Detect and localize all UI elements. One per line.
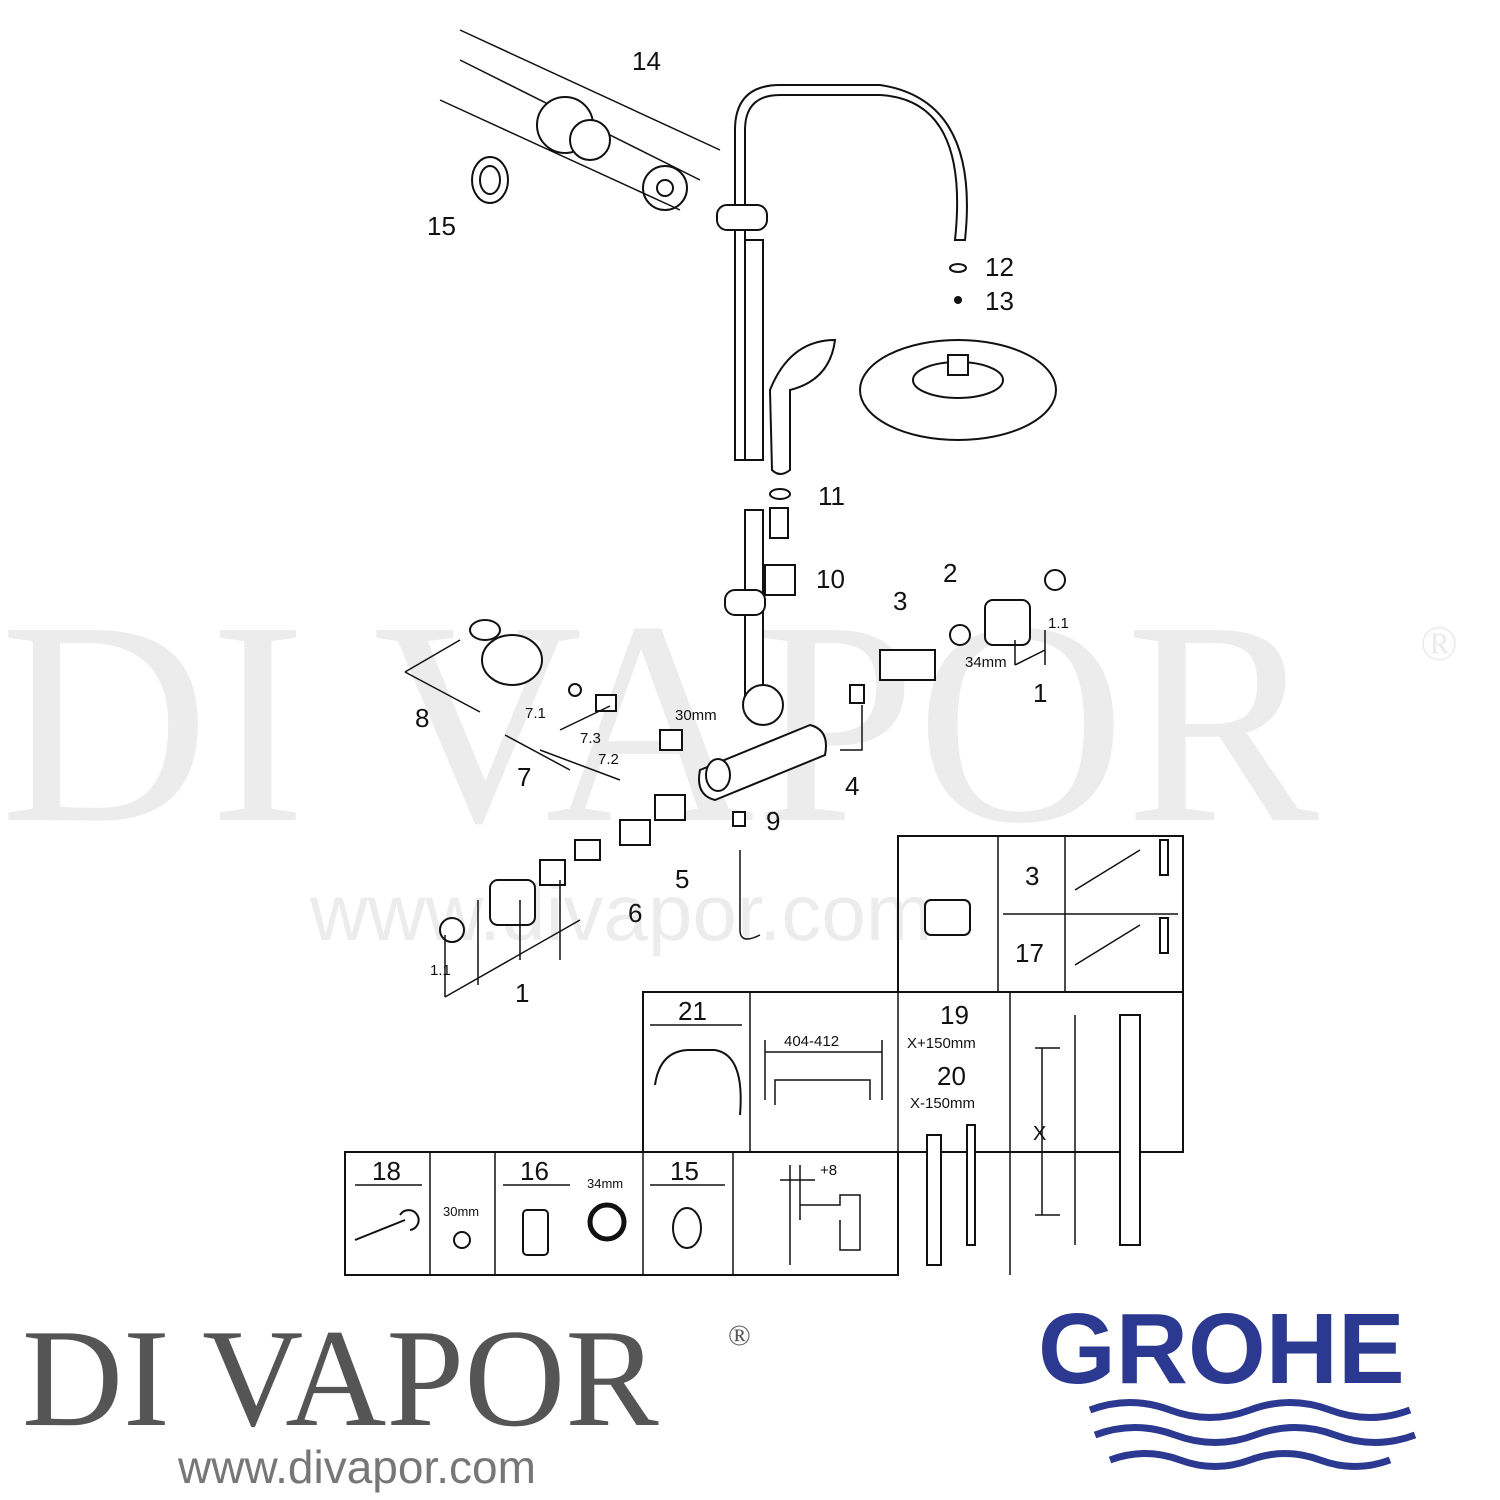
dimension-34mm: 34mm [965, 654, 1007, 671]
callout-1-left: 1 [515, 978, 529, 1008]
grohe-waves-icon [1088, 1399, 1417, 1470]
table-cartridge-17: 17 [1015, 938, 1044, 968]
table-tool-18: 18 [372, 1156, 401, 1186]
table-ring-15: 15 [670, 1156, 699, 1186]
footer: DI VAPOR ® www.divapor.com GROHE [22, 1293, 1417, 1493]
hand-shower [768, 338, 837, 475]
footer-url: www.divapor.com [177, 1441, 536, 1493]
callout-7-1: 7.1 [525, 705, 546, 722]
callout-3: 3 [893, 586, 907, 616]
callout-7-2: 7.2 [598, 751, 619, 768]
callout-1-1-left: 1.1 [430, 962, 451, 979]
callout-13: 13 [985, 286, 1014, 316]
callout-7-3: 7.3 [580, 730, 601, 747]
footer-brand: DI VAPOR [22, 1301, 659, 1456]
callout-4: 4 [845, 771, 859, 801]
callout-6: 6 [628, 898, 642, 928]
dimension-30mm: 30mm [675, 707, 717, 724]
grohe-logo: GROHE [1038, 1293, 1417, 1470]
watermark-brand: DI VAPOR [0, 562, 1320, 883]
callout-9: 9 [766, 806, 780, 836]
table-tool-16: 16 [520, 1156, 549, 1186]
table-offset: +8 [820, 1162, 837, 1179]
table-arm-range: 404-412 [784, 1033, 839, 1050]
callout-8: 8 [415, 703, 429, 733]
table-rail-19: 19 [940, 1000, 969, 1030]
shower-column [439, 29, 1057, 711]
table-cartridge-3: 3 [1025, 861, 1039, 891]
grohe-logo-text: GROHE [1038, 1293, 1405, 1405]
watermark-url: www.divapor.com [309, 868, 932, 957]
table-tool-18-dim: 30mm [443, 1204, 479, 1219]
wrench-icon [354, 1209, 420, 1241]
callout-5: 5 [675, 864, 689, 894]
callout-15: 15 [427, 211, 456, 241]
table-rail-x: X [1033, 1123, 1046, 1145]
callout-1-1-right: 1.1 [1048, 615, 1069, 632]
accessory-table: 3 17 21 404-412 19 X+150mm 20 X-150mm X … [344, 835, 1184, 1276]
callout-14: 14 [632, 46, 661, 76]
part-callouts: 14 15 12 13 11 10 2 3 1.1 34mm 1 8 7.1 7… [415, 46, 1069, 1008]
callout-7: 7 [517, 762, 531, 792]
watermark-reg: ® [1420, 615, 1458, 671]
callout-12: 12 [985, 252, 1014, 282]
callout-1-right: 1 [1033, 678, 1047, 708]
table-rail-20-dim: X-150mm [910, 1095, 975, 1112]
callout-2: 2 [943, 558, 957, 588]
shower-arm [734, 84, 968, 461]
watermark: DI VAPOR ® www.divapor.com [0, 562, 1458, 957]
table-tool-16-dim: 34mm [587, 1176, 623, 1191]
table-rail-19-dim: X+150mm [907, 1035, 976, 1052]
callout-10: 10 [816, 564, 845, 594]
footer-reg: ® [728, 1319, 751, 1352]
thermostat-body [404, 569, 1066, 998]
table-rail-20: 20 [937, 1061, 966, 1091]
table-arm-21: 21 [678, 996, 707, 1026]
callout-11: 11 [818, 481, 845, 511]
